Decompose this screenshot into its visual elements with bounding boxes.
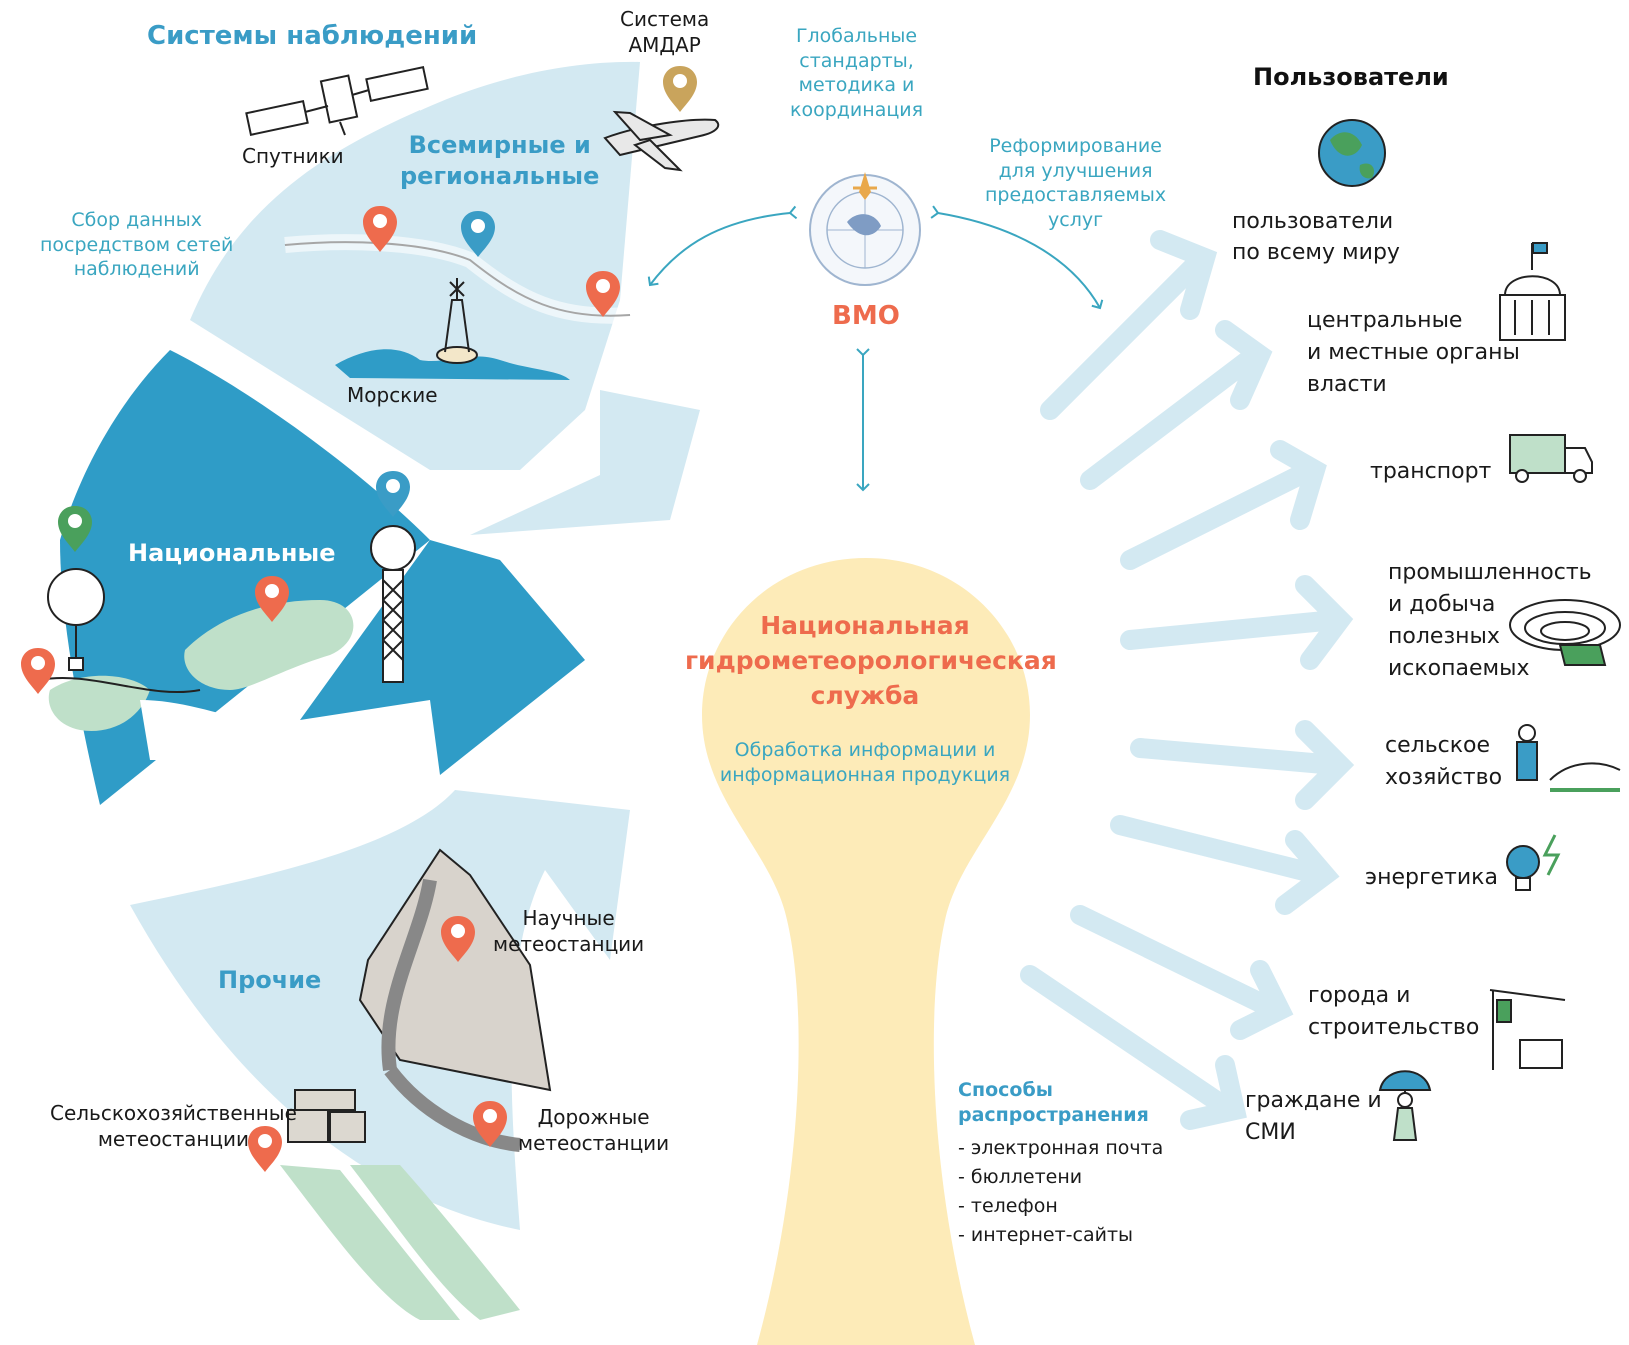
marine-label: Морские	[347, 383, 438, 407]
radar-tower-icon	[370, 525, 416, 683]
farm-fields	[280, 1165, 520, 1320]
distribution-title: Способы распространения	[958, 1079, 1149, 1126]
scientific-stations-label: Научные метеостанции	[493, 906, 645, 956]
user-citizens-media: граждане и СМИ	[1245, 1088, 1382, 1145]
other-label: Прочие	[218, 966, 322, 994]
national-arrow	[300, 540, 585, 775]
satellites-label: Спутники	[242, 144, 344, 168]
sea-waves	[335, 349, 570, 380]
distribution-item: - электронная почта	[958, 1137, 1164, 1159]
user-cities: города и строительство	[1308, 983, 1480, 1040]
farm-building-icon	[287, 1089, 366, 1143]
farmer-icon	[1516, 724, 1621, 792]
observation-fan-left	[190, 110, 520, 470]
satellite-icon	[245, 66, 429, 136]
observation-systems-title: Системы наблюдений	[147, 21, 478, 51]
wmo-label: ВМО	[832, 301, 900, 331]
nmhs-shape	[702, 558, 1030, 1345]
crane-icon	[1489, 989, 1566, 1070]
amdar-label: Система АМДАР	[620, 7, 710, 57]
user-industry: промышленность и добыча полезных ископае…	[1388, 560, 1592, 681]
data-collection-label: Сбор данных посредством сетей наблюдений	[40, 209, 234, 281]
nmhs-title: Национальная гидрометеорологическая служ…	[685, 611, 1057, 710]
global-standards-label: Глобальные стандарты, методика и координ…	[790, 25, 924, 122]
global-regional-label: Всемирные и региональные	[400, 131, 600, 191]
national-land	[184, 600, 354, 690]
mine-icon	[1509, 599, 1621, 666]
user-worldwide: пользователи по всему миру	[1232, 209, 1400, 265]
light-bulb-icon	[1506, 834, 1561, 891]
arrow-wmo-left	[647, 205, 798, 287]
truck-icon	[1509, 434, 1593, 483]
user-transport: транспорт	[1370, 459, 1492, 484]
national-label: Национальные	[128, 539, 336, 567]
distribution-item: - бюллетени	[958, 1166, 1083, 1188]
distribution-item: - телефон	[958, 1195, 1058, 1217]
location-pin-icon	[21, 648, 55, 694]
wmo-emblem-icon	[809, 172, 921, 286]
user-agriculture: сельское хозяйство	[1385, 733, 1503, 790]
umbrella-person-icon	[1378, 1070, 1432, 1141]
reform-label: Реформирование для улучшения предоставля…	[985, 135, 1167, 232]
government-building-icon	[1499, 242, 1566, 341]
users-title: Пользователи	[1253, 63, 1449, 91]
buoy-icon	[436, 278, 478, 364]
weather-balloon-icon	[47, 568, 105, 671]
location-pin-icon	[663, 66, 697, 112]
globe-icon	[1318, 119, 1386, 187]
user-arrows	[1020, 230, 1355, 1130]
user-energy: энергетика	[1365, 865, 1498, 890]
processing-label: Обработка информации и информационная пр…	[719, 739, 1011, 786]
mountain-icon	[358, 848, 552, 1152]
plane-icon	[603, 110, 720, 172]
agri-stations-label: Сельскохозяйственные метеостанции	[50, 1101, 297, 1151]
distribution-item: - интернет-сайты	[958, 1224, 1134, 1246]
user-government: центральные и местные органы власти	[1307, 308, 1520, 397]
global-arrow	[470, 390, 700, 535]
road-stations-label: Дорожные метеостанции	[518, 1105, 670, 1155]
arrow-wmo-right	[930, 205, 1104, 310]
